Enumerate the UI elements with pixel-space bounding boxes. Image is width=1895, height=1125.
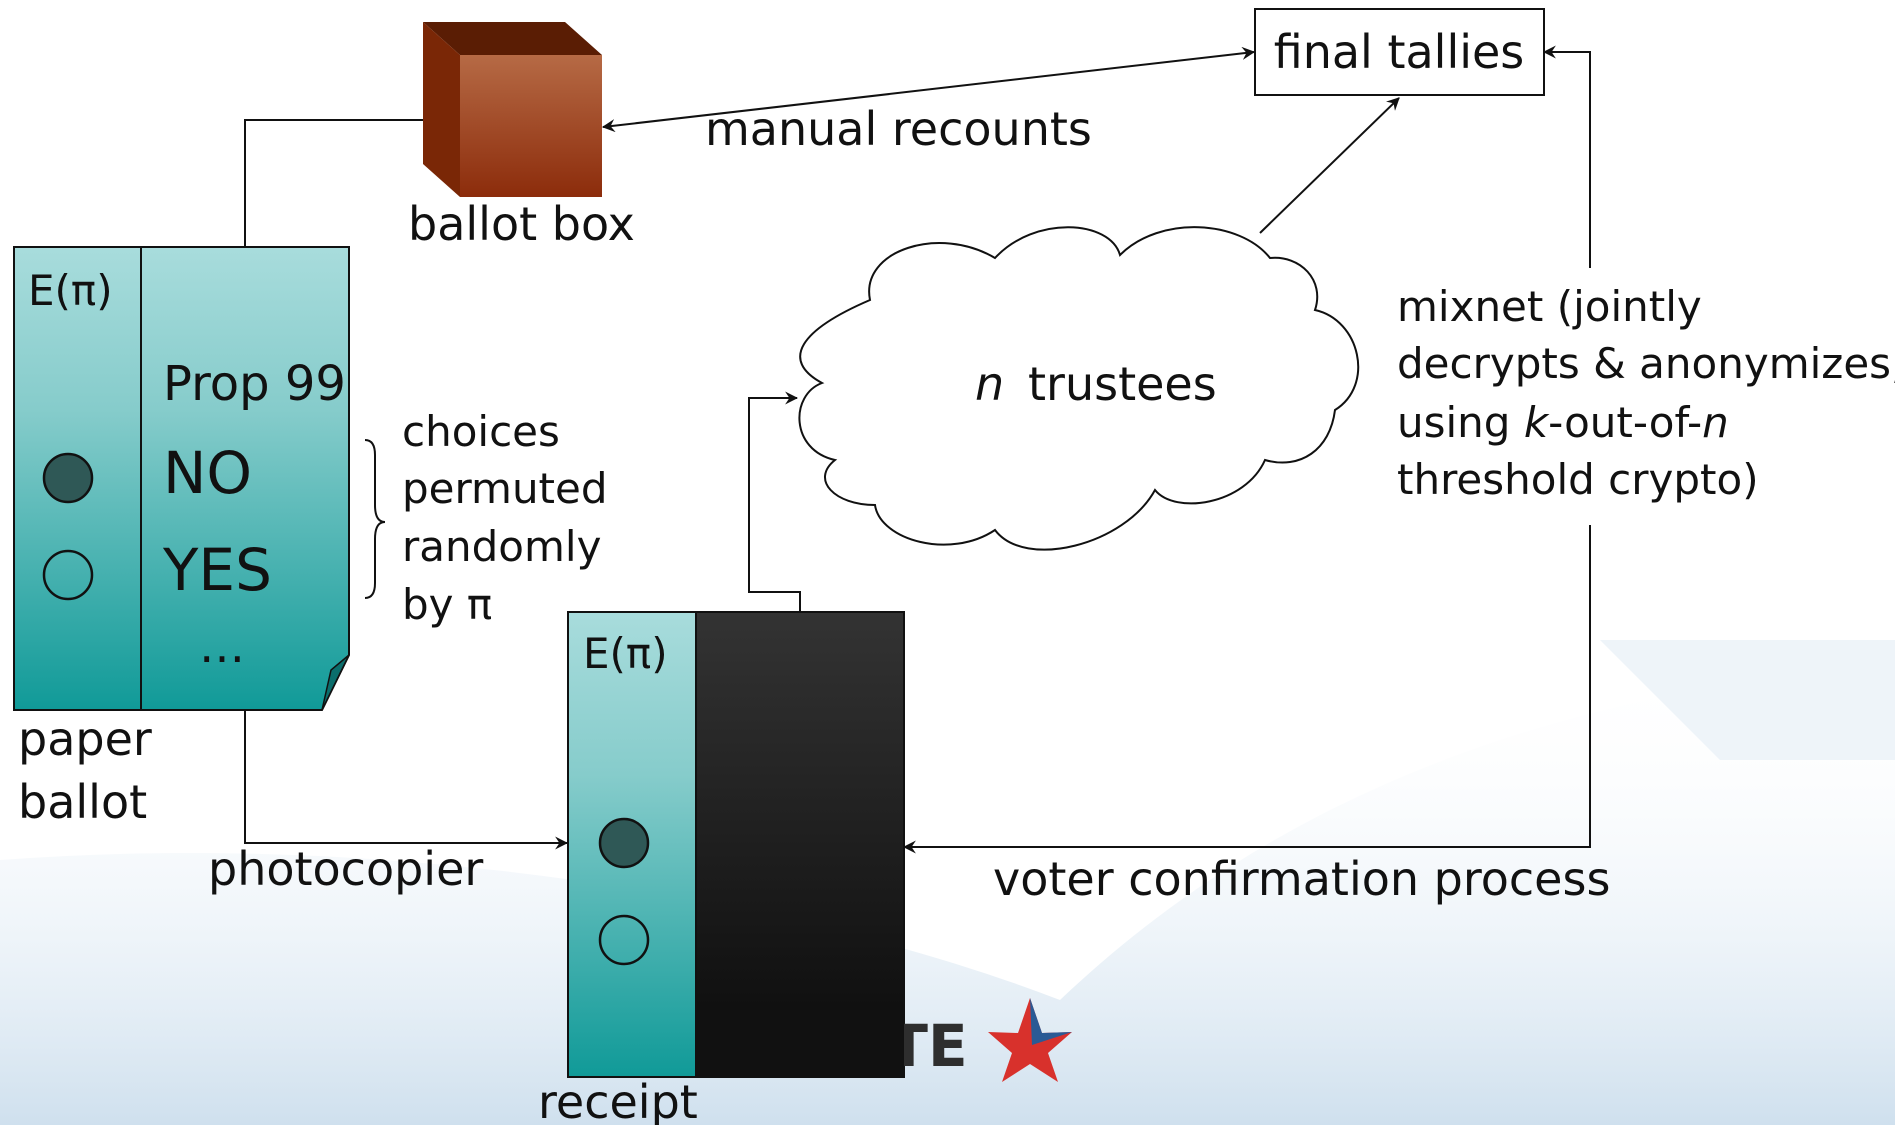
ballot-box: ballot box (408, 22, 635, 251)
receipt-caption: receipt (538, 1075, 698, 1125)
trustees-to-tallies-arrow (1259, 97, 1400, 234)
choice-no-label: NO (163, 439, 252, 507)
voter-confirmation-label: voter confirmation process (993, 852, 1610, 906)
receipt-bubble-empty (598, 914, 650, 966)
ballot-box-caption: ballot box (408, 197, 635, 251)
ballot-box-top (423, 22, 602, 55)
bubble-no-filled (42, 452, 94, 504)
receipt-cipher-label: E(π) (583, 629, 668, 678)
logo-star-icon (988, 998, 1072, 1082)
paper-ballot: E(π) Prop 99 NO YES … paper ballot (13, 246, 350, 829)
ballot-box-side (423, 22, 460, 197)
logo-star-accent-icon (1030, 998, 1072, 1045)
receipt: E(π) receipt (538, 611, 905, 1125)
trustees-label: trustees (1028, 357, 1217, 411)
final-tallies-box (1254, 8, 1545, 96)
more-choices-ellipsis: … (199, 619, 245, 673)
permutation-note-line3: randomly (402, 522, 601, 571)
choice-yes-label: YES (162, 536, 272, 604)
prop-title: Prop 99 (163, 356, 346, 412)
receipt-black-half (695, 611, 905, 1078)
mixnet-line4: threshold crypto) (1397, 455, 1759, 504)
cloud-shape (798, 226, 1360, 551)
receipt-overlap-cover (696, 1010, 904, 1077)
final-tallies: final tallies (1254, 8, 1545, 96)
trustees-n: n (975, 357, 1004, 411)
photocopier-arrow (244, 710, 569, 850)
permutation-note: choices permuted randomly by π (402, 407, 608, 629)
voter-confirmation-arrow (902, 525, 1591, 854)
mixnet-note: mixnet (jointly decrypts & anonymizes, u… (1397, 282, 1895, 504)
manual-recounts-arrow (601, 46, 1256, 133)
trustees-cloud: n trustees (798, 226, 1360, 551)
template-logo: ATE (696, 998, 1072, 1082)
mixnet-line1: mixnet (jointly (1397, 282, 1702, 331)
manual-recounts-label: manual recounts (705, 102, 1092, 156)
receipt-to-trustees-arrow (748, 391, 801, 615)
background-wave (0, 640, 1895, 1125)
connectors (244, 45, 1591, 854)
mixnet-to-tallies-arrow (1542, 45, 1591, 268)
ballot-to-box-arrow (244, 113, 447, 247)
permutation-note-line2: permuted (402, 464, 608, 513)
paper-ballot-caption-line2: ballot (18, 775, 147, 829)
ballot-cipher-label: E(π) (28, 266, 113, 315)
ballot-box-front (460, 55, 602, 197)
paper-ballot-dogear (321, 654, 350, 711)
choices-brace (364, 439, 386, 599)
receipt-bubble-filled (598, 817, 650, 869)
bubble-yes-empty (42, 549, 94, 601)
photocopier-label: photocopier (208, 842, 483, 896)
permutation-note-line1: choices (402, 407, 560, 456)
permutation-note-line4: by π (402, 580, 492, 629)
mixnet-line3: using k-out-of-n (1397, 398, 1729, 447)
paper-ballot-caption-line1: paper (18, 712, 152, 766)
mixnet-line2: decrypts & anonymizes, (1397, 339, 1895, 388)
final-tallies-label: final tallies (1274, 25, 1525, 79)
